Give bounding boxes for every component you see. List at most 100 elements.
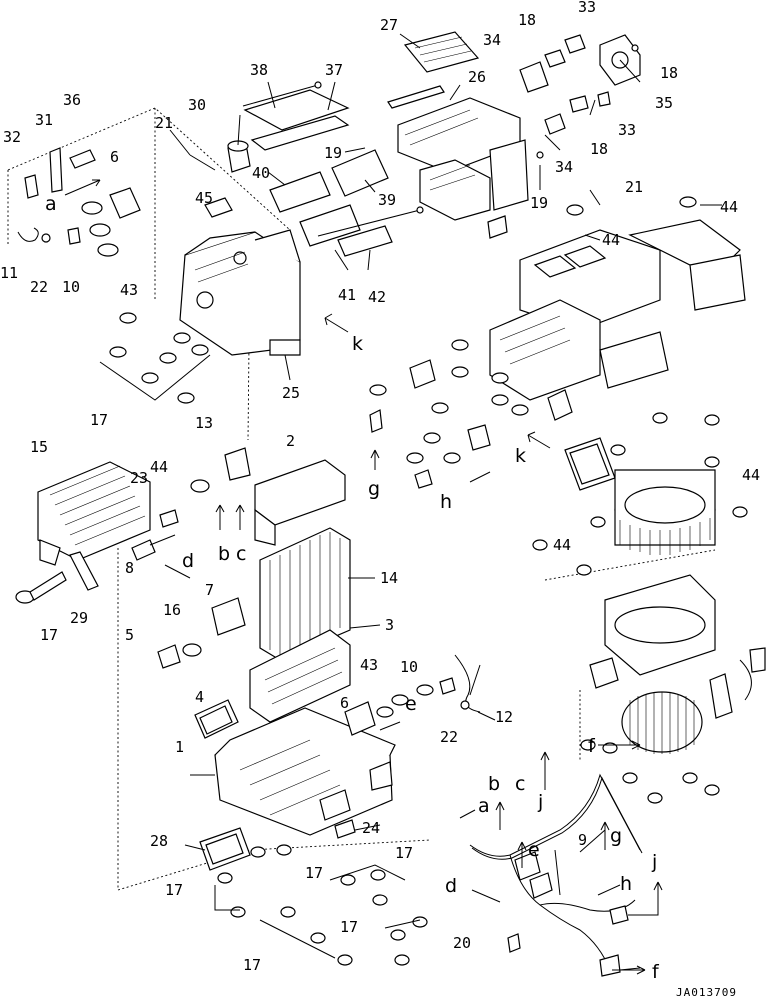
callout-33: 33 (618, 121, 636, 139)
callout-13: 13 (195, 414, 213, 432)
callout-45: 45 (195, 189, 213, 207)
callout-labels: 27 18 33 34 18 26 35 33 18 34 19 19 21 2… (0, 0, 760, 974)
connector-c: c (236, 543, 246, 565)
callout-43: 43 (120, 281, 138, 299)
callout-31: 31 (35, 111, 53, 129)
evaporator-14 (259, 527, 351, 661)
parts-23-8 (131, 509, 179, 561)
callout-44: 44 (742, 466, 760, 484)
callout-39: 39 (378, 191, 396, 209)
callout-19: 19 (530, 194, 548, 212)
callout-10: 10 (400, 658, 418, 676)
callout-9: 9 (578, 831, 587, 849)
callout-24: 24 (362, 819, 380, 837)
callout-3: 3 (385, 616, 394, 634)
callout-6: 6 (340, 694, 349, 712)
callout-34: 34 (555, 158, 573, 176)
connector-b: b (218, 543, 230, 565)
connector-d: d (445, 875, 457, 897)
callout-12: 12 (495, 708, 513, 726)
connector-g: g (610, 825, 622, 847)
callout-36: 36 (63, 91, 81, 109)
callout-17: 17 (305, 864, 323, 882)
callout-15: 15 (30, 438, 48, 456)
callout-43: 43 (360, 656, 378, 674)
callout-22: 22 (30, 278, 48, 296)
upper-housing-25 (179, 229, 301, 356)
callout-32: 32 (3, 128, 21, 146)
callout-19: 19 (324, 144, 342, 162)
callout-2: 2 (286, 432, 295, 450)
callout-29: 29 (70, 609, 88, 627)
callout-30: 30 (188, 96, 206, 114)
connector-c: c (515, 773, 525, 795)
callout-44: 44 (150, 458, 168, 476)
gasket-right (564, 437, 616, 491)
callout-21: 21 (155, 114, 173, 132)
plate-37-38 (242, 81, 350, 151)
callout-25: 25 (282, 384, 300, 402)
connector-b: b (488, 773, 500, 795)
callout-4: 4 (195, 688, 204, 706)
callout-18: 18 (518, 11, 536, 29)
callout-34: 34 (483, 31, 501, 49)
callout-42: 42 (368, 288, 386, 306)
callout-10: 10 (62, 278, 80, 296)
callout-1: 1 (175, 738, 184, 756)
callout-17: 17 (40, 626, 58, 644)
connector-f: f (588, 735, 596, 757)
callout-17: 17 (90, 411, 108, 429)
actuator-30 (227, 140, 251, 173)
callout-17: 17 (340, 918, 358, 936)
clip-24 (334, 819, 356, 839)
bolt-17-29 (15, 571, 67, 604)
callout-26: 26 (468, 68, 486, 86)
callout-17: 17 (165, 881, 183, 899)
connector-f: f (652, 961, 660, 983)
callout-38: 38 (250, 61, 268, 79)
parts-6-43-10-22-12 (344, 654, 481, 736)
callout-18: 18 (590, 140, 608, 158)
wiring-harness-9 (469, 773, 643, 977)
callout-17: 17 (243, 956, 261, 974)
connector-d: d (182, 550, 194, 572)
callout-5: 5 (125, 626, 134, 644)
gasket-28 (199, 827, 251, 871)
pin-21-left (189, 154, 216, 171)
valve-7-16 (157, 597, 246, 669)
callout-17: 17 (395, 844, 413, 862)
callout-23: 23 (130, 469, 148, 487)
callout-22: 22 (440, 728, 458, 746)
callout-35: 35 (655, 94, 673, 112)
connector-a: a (478, 795, 490, 817)
callout-40: 40 (252, 164, 270, 182)
callout-7: 7 (205, 581, 214, 599)
right-small-parts (519, 34, 697, 216)
callout-28: 28 (150, 832, 168, 850)
callout-27: 27 (380, 16, 398, 34)
bolts-17-upper (99, 312, 211, 404)
tray-3 (249, 629, 351, 723)
filter-plates-39-42 (269, 149, 424, 257)
connector-arrows (64, 179, 663, 975)
callout-18: 18 (660, 64, 678, 82)
connector-h: h (620, 873, 632, 895)
callout-11: 11 (0, 264, 18, 282)
duct-filter-27 (387, 31, 480, 109)
blower-lower-case (604, 574, 716, 676)
callout-14: 14 (380, 569, 398, 587)
callout-16: 16 (163, 601, 181, 619)
callout-20: 20 (453, 934, 471, 952)
cover-2 (254, 459, 346, 546)
callout-41: 41 (338, 286, 356, 304)
callout-44: 44 (602, 231, 620, 249)
lower-housing-1 (214, 707, 396, 836)
connector-e: e (528, 839, 540, 861)
connector-h: h (440, 491, 452, 513)
connector-e: e (405, 693, 417, 715)
callout-44: 44 (720, 198, 738, 216)
sensor-13 (190, 447, 251, 493)
connector-j: j (651, 851, 657, 873)
document-id: JA013709 (676, 986, 737, 999)
